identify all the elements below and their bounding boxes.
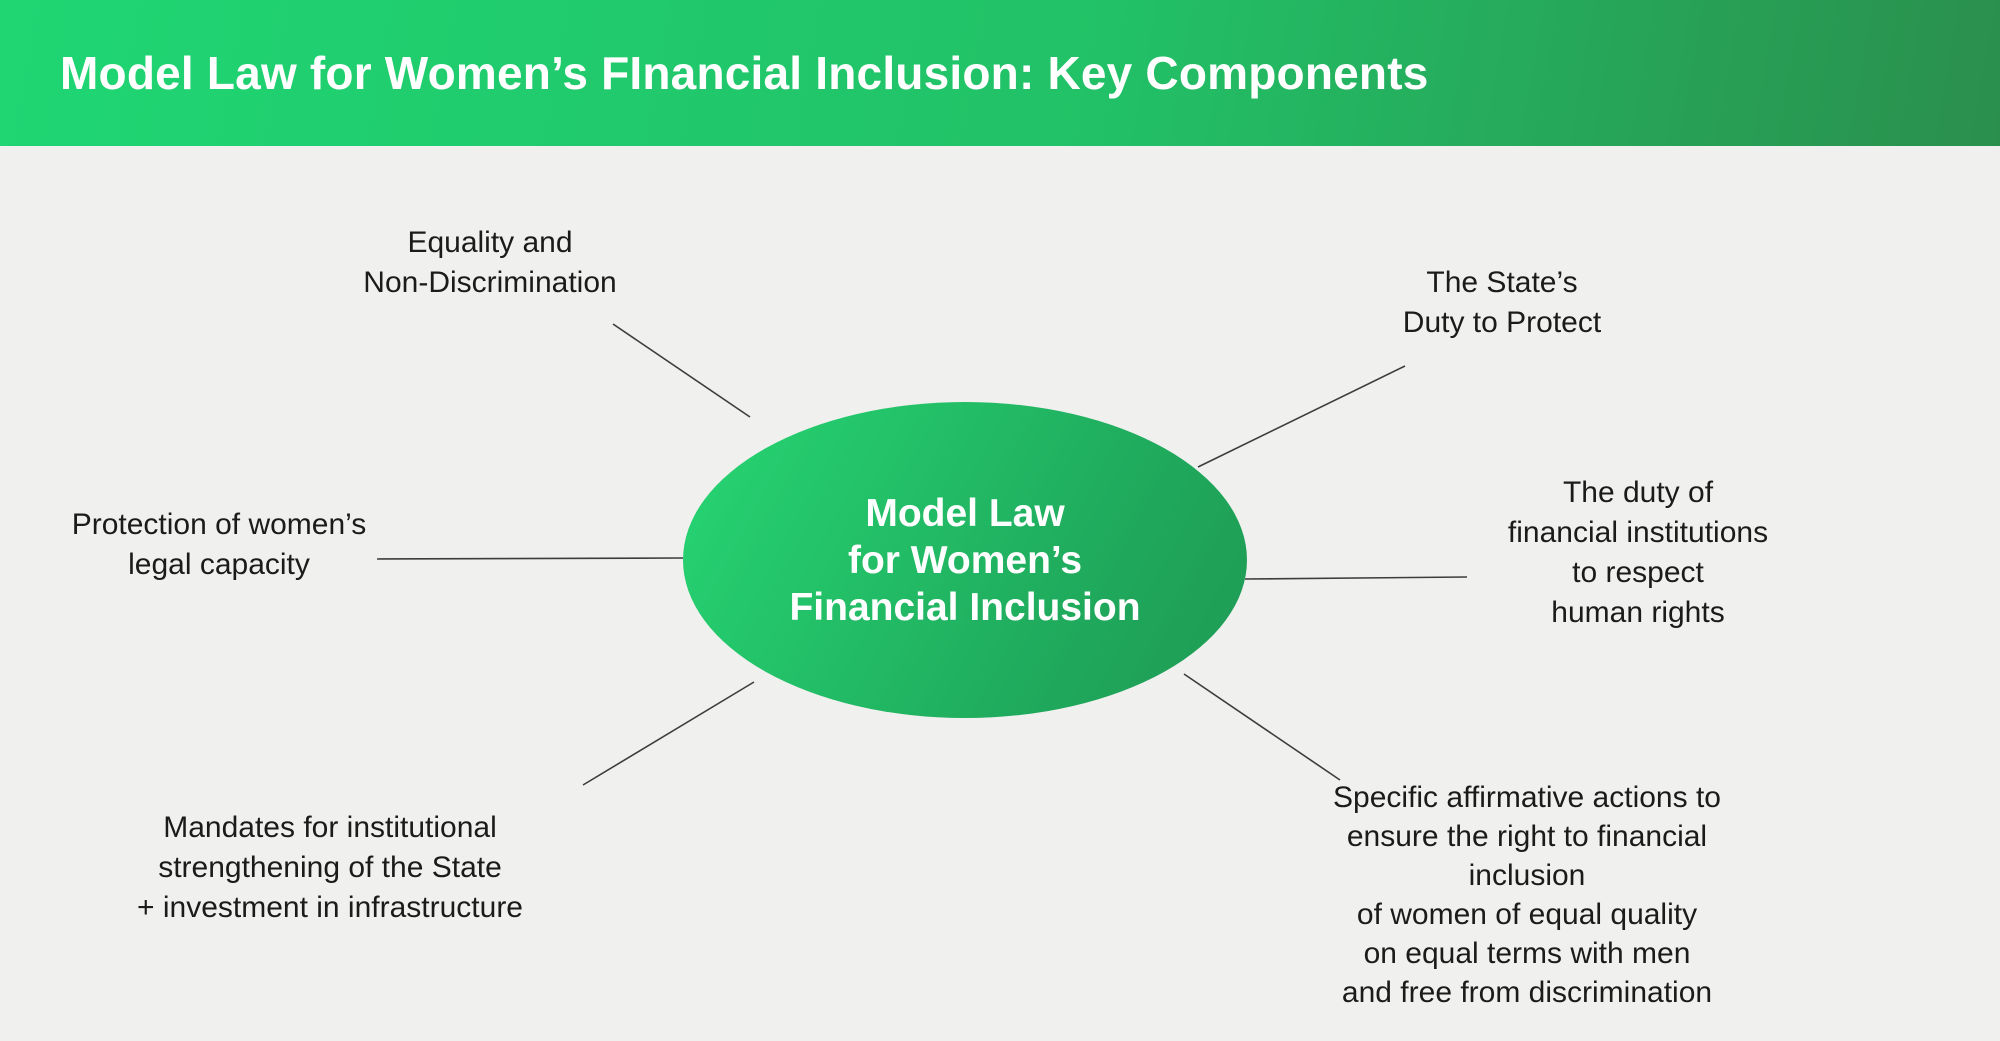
center-node-label: Model Law for Women’s Financial Inclusio… <box>789 491 1141 629</box>
node-financial-institutions-duty: The duty of financial institutions to re… <box>1507 476 1769 629</box>
center-node-ellipse: Model Law for Women’s Financial Inclusio… <box>683 402 1247 718</box>
connector-fi-duty <box>1244 576 1468 580</box>
header-bar: Model Law for Women’s FInancial Inclusio… <box>0 0 2000 146</box>
node-equality-non-discrimination: Equality and Non-Discrimination <box>363 226 617 299</box>
node-affirmative-actions: Specific affirmative actions to ensure t… <box>1333 781 1721 1009</box>
connector-state-duty <box>1197 365 1406 468</box>
connector-affirmative <box>1183 673 1341 781</box>
connector-mandates <box>582 681 755 786</box>
connector-legal-capacity <box>376 557 684 560</box>
node-protection-legal-capacity: Protection of women’s legal capacity <box>71 508 367 581</box>
node-institutional-strengthening: Mandates for institutional strengthening… <box>136 811 524 924</box>
page-title: Model Law for Women’s FInancial Inclusio… <box>60 47 1429 99</box>
node-states-duty-to-protect: The State’s Duty to Protect <box>1402 266 1602 339</box>
connector-equality <box>612 323 751 418</box>
